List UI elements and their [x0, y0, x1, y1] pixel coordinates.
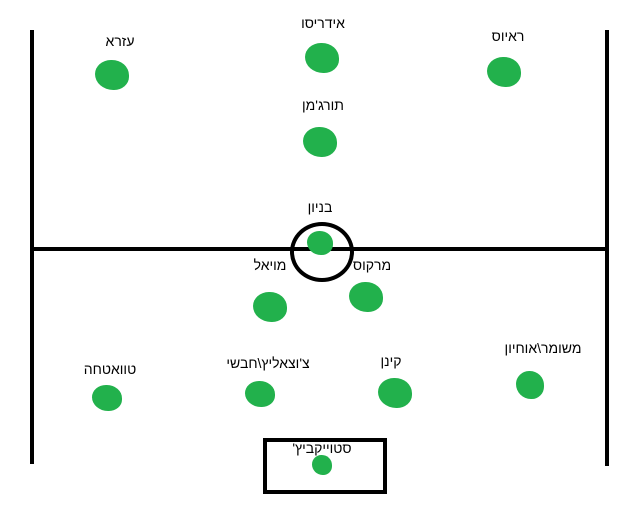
player-dot [312, 455, 332, 475]
player-label: מויאל [253, 257, 287, 273]
player-dot [305, 43, 339, 73]
player-label: בניון [307, 199, 333, 215]
player-label: קינן [380, 353, 402, 369]
player-label: משומר\אוחיון [504, 340, 582, 356]
player-dot [349, 282, 383, 312]
player-dot [487, 57, 521, 87]
player-dot [253, 292, 287, 322]
goal-box [263, 438, 387, 494]
player-dot [303, 127, 337, 157]
player-label: סטוייקביץ' [292, 440, 352, 456]
player-label: צ'וצאליץ\חבשי [226, 355, 310, 371]
player-label: אידריסו [301, 15, 345, 31]
player-dot [245, 381, 275, 407]
center-circle [290, 222, 354, 282]
player-dot [95, 60, 129, 90]
player-label: עזרא [105, 33, 135, 49]
player-dot [378, 378, 412, 408]
player-label: ראיוס [491, 28, 525, 44]
player-dot [516, 371, 544, 399]
player-label: תורג'מן [302, 97, 344, 113]
player-label: מרקוס [352, 257, 392, 273]
player-label: טוואטחה [83, 361, 137, 377]
player-dot [92, 385, 122, 411]
player-dot [307, 231, 333, 255]
